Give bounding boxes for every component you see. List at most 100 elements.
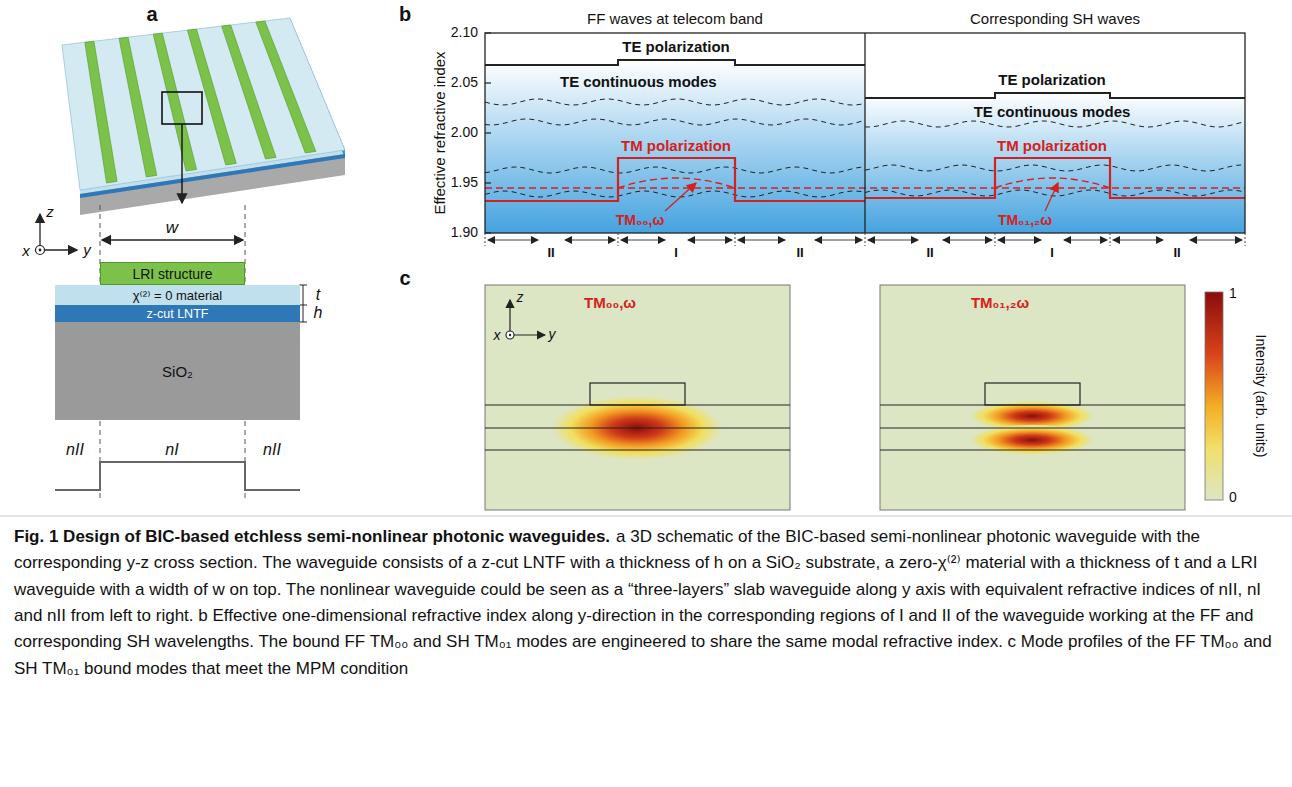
- figure-label: t: [316, 286, 320, 304]
- art-line: [621, 240, 665, 241]
- art-line: [868, 240, 918, 241]
- layer-label: z-cut LNTF: [147, 307, 209, 321]
- lri-structure: LRI structure: [100, 262, 245, 285]
- art-polygon: [485, 60, 865, 233]
- art-line: [1190, 240, 1242, 241]
- figure-label: Intensity (arb. units): [1252, 335, 1267, 458]
- art-line: [815, 240, 862, 241]
- art-g: [85, 21, 316, 183]
- art-polyline: [865, 93, 1245, 98]
- art-rect: [1205, 292, 1223, 500]
- art-line: [39, 214, 40, 250]
- zero-chi-layer: χ⁽²⁾ = 0 material: [55, 285, 300, 305]
- art-g: [488, 240, 1242, 241]
- layer-label: χ⁽²⁾ = 0 material: [133, 288, 222, 303]
- art-line: [485, 132, 491, 133]
- continuous-mode-line: [485, 191, 865, 197]
- art-rect: [880, 285, 1185, 510]
- layer-label: SiO₂: [162, 363, 193, 380]
- art-line: [880, 404, 1185, 405]
- figure-label: I: [1050, 246, 1054, 260]
- figure-label: Effective refractive index: [432, 51, 449, 214]
- layer-label: LRI structure: [132, 266, 212, 282]
- art-line: [864, 33, 865, 233]
- figure-label: b: [399, 3, 411, 25]
- art-line: [880, 427, 1185, 428]
- figure-label: 1.95: [451, 175, 478, 190]
- art-line: [880, 449, 1185, 450]
- art-rect: [985, 383, 1080, 405]
- figure-label: FF waves at telecom band: [587, 11, 763, 28]
- art-line: [665, 183, 696, 211]
- art-line: [299, 305, 307, 306]
- art-rect: [485, 33, 1245, 233]
- figure-label: 0: [1229, 490, 1237, 505]
- art-polyline: [485, 60, 865, 65]
- art-polyline: [55, 462, 300, 490]
- figure-label: TM₀₀,ω: [584, 295, 636, 312]
- art-line: [943, 240, 992, 241]
- caption-title: Fig. 1 Design of BIC-based etchless semi…: [14, 527, 610, 546]
- waveguide-3d: [62, 18, 345, 215]
- waveguide-strip: [153, 33, 196, 171]
- art-line: [1113, 240, 1163, 241]
- art-circle: [509, 334, 511, 336]
- caption-body: a 3D schematic of the BIC-based semi-non…: [14, 527, 1272, 678]
- art-circle: [39, 249, 42, 252]
- art-line: [485, 32, 491, 33]
- figure-label: 2.10: [451, 25, 478, 40]
- figure-label: w: [166, 219, 178, 238]
- continuous-mode-line: [865, 165, 1245, 171]
- figure-label: h: [314, 304, 323, 322]
- figure-label: nII: [263, 441, 281, 459]
- figure-label: 1.90: [451, 225, 478, 240]
- art-polyline: [865, 158, 1245, 198]
- art-line: [485, 449, 790, 450]
- art-line: [998, 240, 1041, 241]
- art-line: [1064, 240, 1107, 241]
- continuous-mode-line: [865, 121, 1245, 127]
- mode-profiles: [485, 285, 1223, 510]
- waveguide-strip: [256, 21, 316, 153]
- figure-label: TE continuous modes: [560, 74, 717, 91]
- figure-label: c: [399, 267, 410, 289]
- figure-label: Corresponding SH waves: [970, 11, 1140, 28]
- index-plot: [485, 33, 1245, 246]
- art-line: [485, 427, 790, 428]
- art-polygon: [865, 93, 1245, 233]
- figure-label: II: [547, 246, 554, 260]
- art-line: [40, 249, 77, 250]
- art-line: [485, 233, 486, 246]
- figure-label: nII: [66, 441, 84, 459]
- art-polyline: [485, 158, 865, 201]
- continuous-mode-line: [485, 119, 865, 125]
- art-path: [618, 178, 735, 188]
- art-line: [102, 239, 243, 240]
- figure-label: y: [549, 327, 556, 342]
- art-polygon: [62, 18, 345, 190]
- art-line: [738, 240, 785, 241]
- figure-label: 1: [1229, 286, 1237, 301]
- figure-label: TM₀₁,₂ω: [971, 295, 1029, 312]
- art-line: [299, 285, 307, 286]
- art-g: [485, 33, 491, 233]
- art-line: [303, 285, 304, 322]
- figure-label: a: [146, 3, 157, 25]
- cross-section: [36, 205, 308, 498]
- art-line: [485, 232, 491, 233]
- waveguide-strip: [119, 37, 157, 177]
- art-line: [485, 182, 491, 183]
- figure-label: z: [517, 290, 524, 305]
- art-line: [688, 240, 732, 241]
- figure-label: nI: [165, 441, 178, 459]
- art-line: [995, 233, 996, 246]
- figure-label: z: [46, 204, 54, 221]
- sio2-substrate: SiO₂: [55, 322, 300, 420]
- art-line: [1110, 233, 1111, 246]
- continuous-mode-line: [485, 99, 865, 105]
- art-rect: [590, 383, 685, 405]
- art-line: [181, 124, 182, 203]
- figure-label: 2.00: [451, 125, 478, 140]
- waveguide-strip: [187, 29, 236, 165]
- art-line: [1245, 233, 1246, 246]
